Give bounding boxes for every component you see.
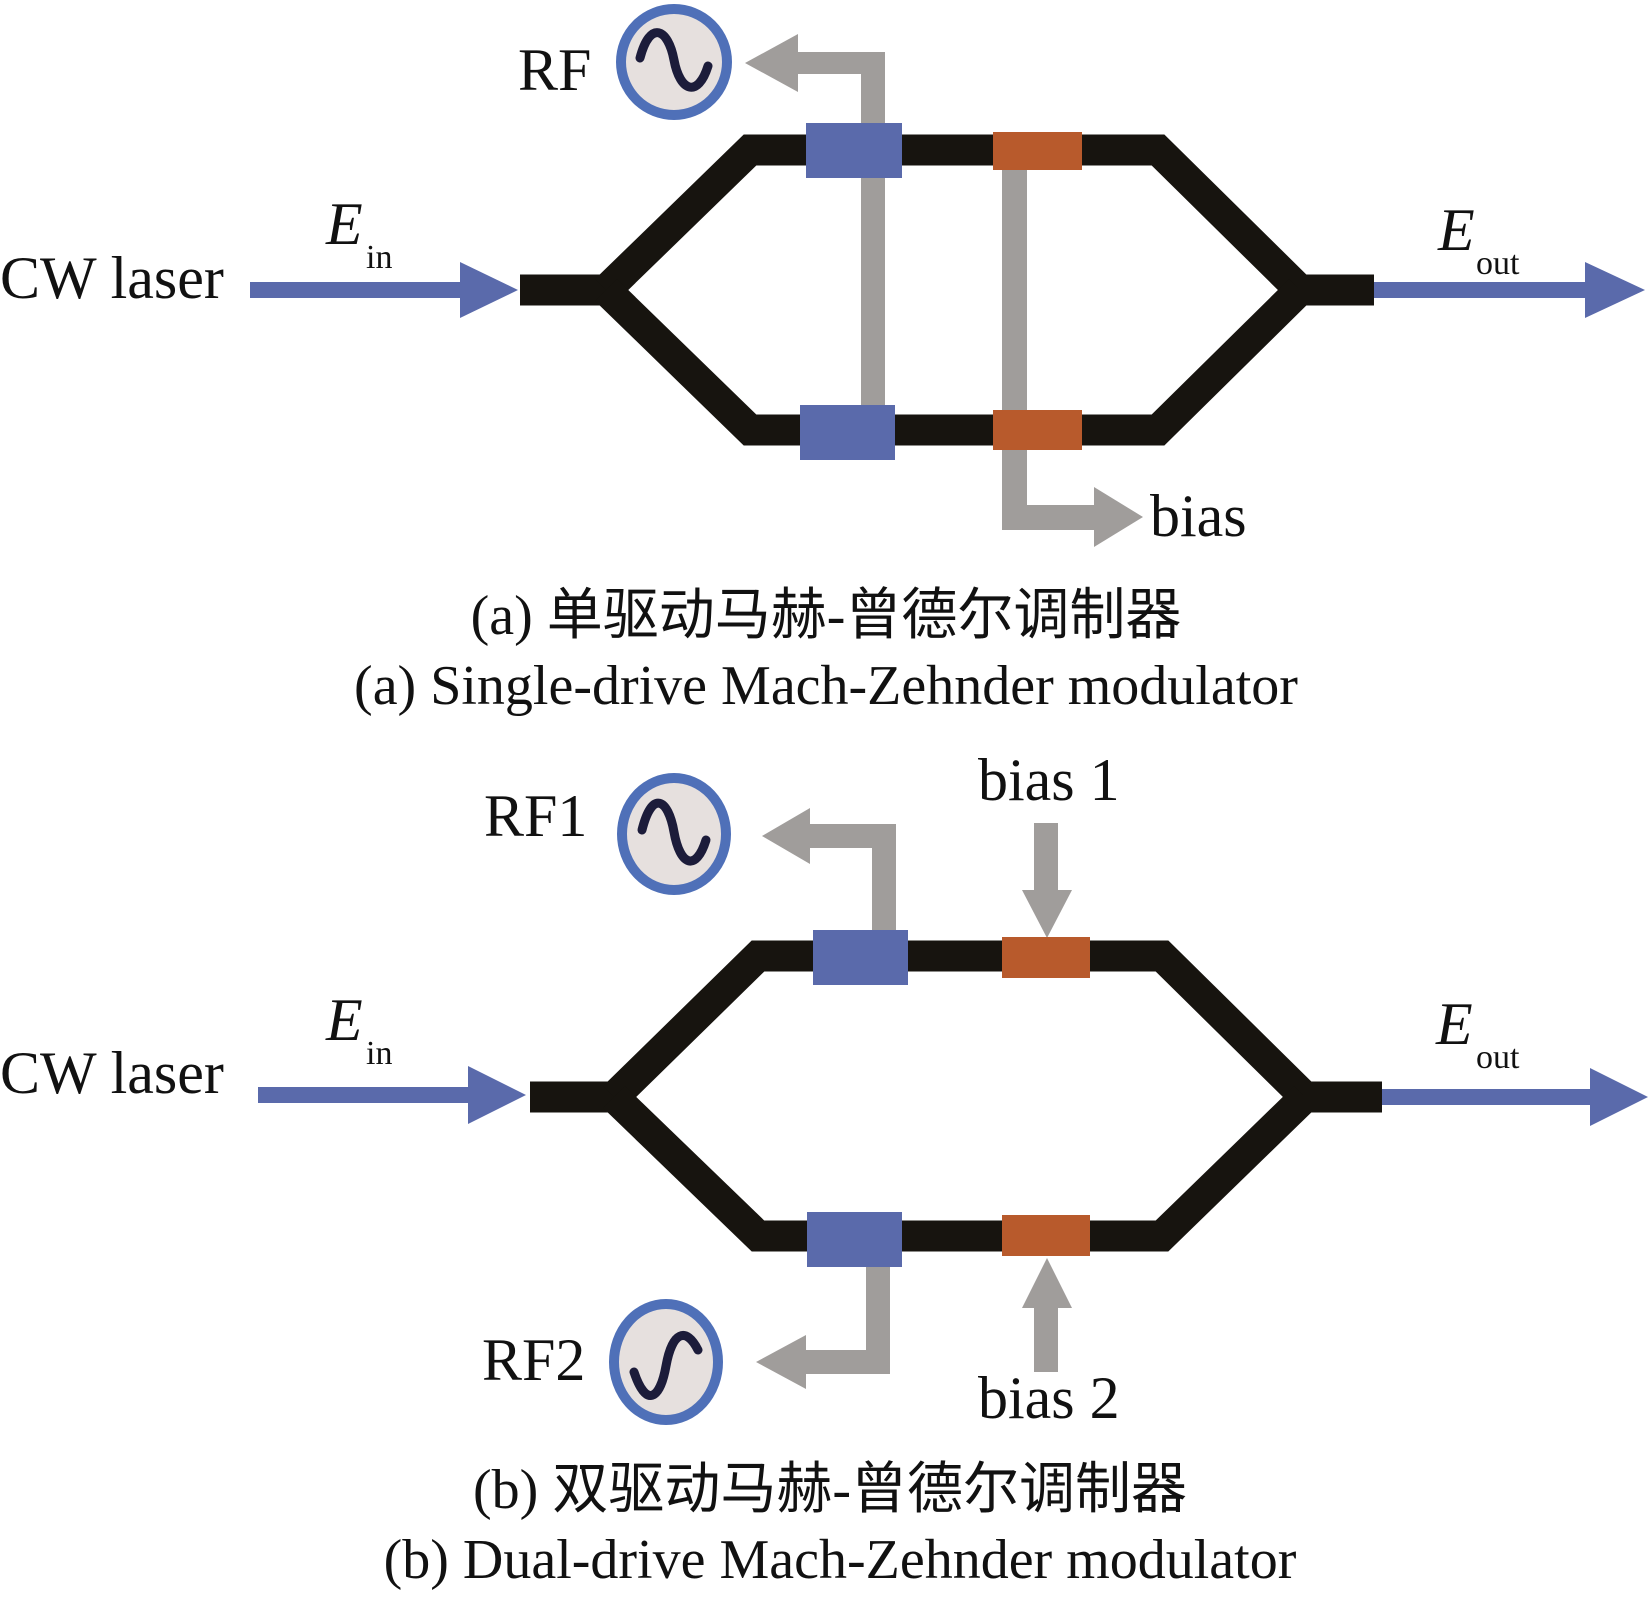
input-field-subscript: in (366, 1035, 392, 1072)
bias2-label: bias 2 (978, 1365, 1120, 1431)
rf-source-icon (616, 4, 732, 120)
output-field-label: E (1435, 991, 1473, 1057)
rf1-signal-line (762, 808, 896, 934)
bias-label: bias (1150, 483, 1247, 549)
bias1-electrode (1002, 937, 1090, 978)
input-optical-arrow (250, 262, 518, 318)
rf1-electrode (813, 930, 908, 985)
bias1-label: bias 1 (978, 747, 1120, 813)
output-optical-arrow (1382, 1068, 1648, 1126)
caption-a-english: (a) Single-drive Mach-Zehnder modulator (354, 655, 1298, 717)
mzm-waveguide (530, 940, 1382, 1252)
bias2-electrode (1002, 1215, 1090, 1256)
output-optical-arrow (1374, 262, 1645, 318)
output-field-label: E (1437, 197, 1475, 263)
rf-signal-line (745, 34, 885, 432)
mzm-waveguide (520, 134, 1374, 446)
caption-a-chinese: (a) 单驱动马赫-曾德尔调制器 (471, 585, 1182, 647)
rf1-source-icon (617, 773, 731, 895)
input-field-subscript: in (366, 239, 392, 276)
bias-electrode-lower (993, 410, 1082, 450)
caption-b-chinese: (b) 双驱动马赫-曾德尔调制器 (473, 1459, 1187, 1521)
panel-a-single-drive: CW laser E in E out (0, 4, 1645, 717)
rf2-signal-line (756, 1262, 890, 1389)
rf-electrode-lower (800, 405, 895, 460)
input-optical-arrow (258, 1066, 526, 1124)
caption-b-english: (b) Dual-drive Mach-Zehnder modulator (384, 1529, 1297, 1591)
panel-b-dual-drive: CW laser E in E out (0, 747, 1648, 1591)
output-field-subscript: out (1476, 245, 1520, 282)
input-field-label: E (325, 987, 363, 1053)
rf2-source-icon (609, 1299, 723, 1425)
output-field-subscript: out (1476, 1039, 1520, 1076)
bias1-signal-arrow (1022, 823, 1072, 938)
rf1-label: RF1 (484, 783, 587, 849)
input-field-label: E (325, 191, 363, 257)
rf2-label: RF2 (482, 1327, 585, 1393)
cw-laser-label: CW laser (0, 245, 224, 311)
bias-electrode-upper (993, 132, 1082, 170)
bias2-signal-arrow (1022, 1258, 1072, 1372)
rf-label: RF (518, 37, 591, 103)
cw-laser-label: CW laser (0, 1040, 224, 1106)
rf-electrode-upper (806, 123, 902, 178)
bias-signal-line (1002, 160, 1143, 547)
rf2-electrode (807, 1212, 902, 1267)
